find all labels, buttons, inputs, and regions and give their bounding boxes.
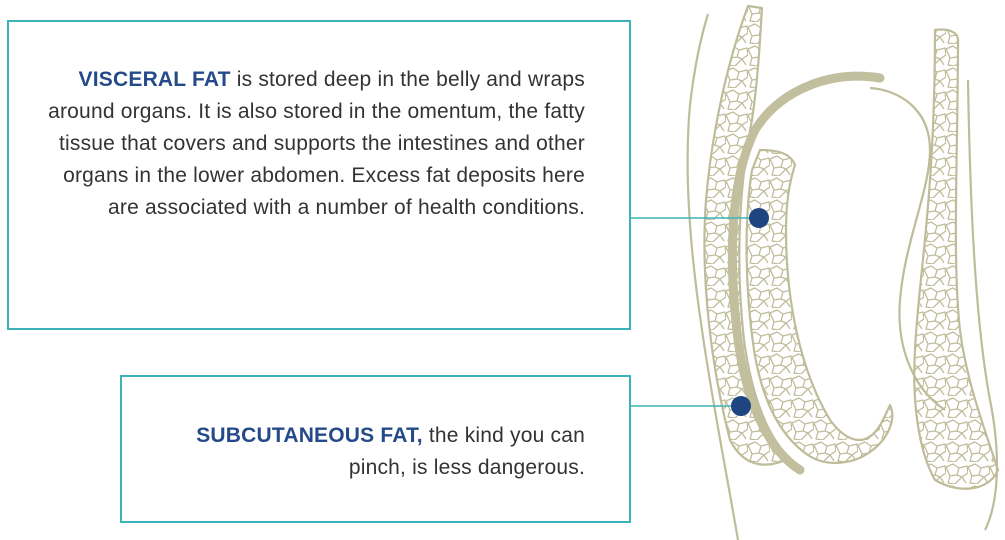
- subcutaneous-fat-callout: SUBCUTANEOUS FAT, the kind you can pinch…: [120, 375, 631, 523]
- visceral-fat-text: VISCERAL FAT is stored deep in the belly…: [45, 64, 585, 224]
- subcutaneous-fat-text: SUBCUTANEOUS FAT, the kind you can pinch…: [145, 420, 585, 484]
- visceral-fat-term: VISCERAL FAT: [79, 68, 231, 91]
- visceral-fat-callout: VISCERAL FAT is stored deep in the belly…: [7, 20, 631, 330]
- right-fat-column: [914, 29, 998, 488]
- visceral-fat-mass: [747, 150, 893, 463]
- visceral-marker: [749, 208, 769, 228]
- subcutaneous-fat-term: SUBCUTANEOUS FAT,: [196, 424, 423, 447]
- subcutaneous-marker: [731, 396, 751, 416]
